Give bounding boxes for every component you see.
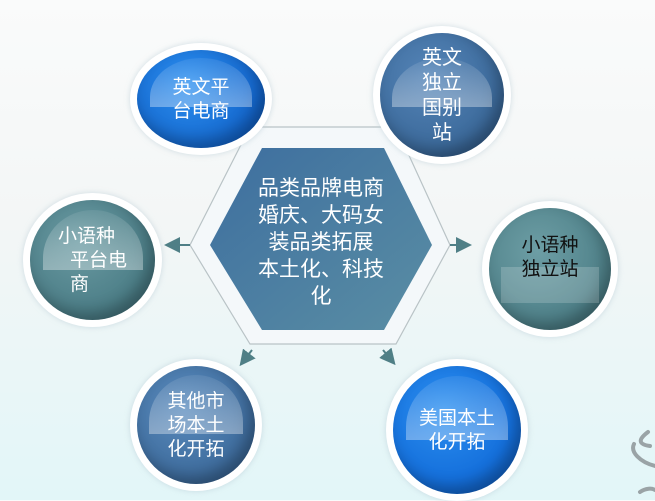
node-minor-language-platform-ecommerce: 小语种 平台电 商: [23, 193, 162, 327]
node-disc: [489, 208, 611, 330]
decorative-swirl: [631, 430, 655, 494]
node-label-line: 化开拓: [428, 431, 486, 453]
arrow-bottom-right: [379, 347, 396, 366]
node-label-line: 独立站: [521, 257, 579, 280]
node-label: 英文 独立 国别 站: [380, 45, 504, 145]
node-label-line: 小语种: [521, 233, 579, 256]
node-label: 小语种 平台电 商: [30, 224, 155, 296]
center-line-2: 婚庆、大码女: [258, 203, 384, 227]
node-label: 美国本土 化开拓: [393, 406, 521, 454]
center-line-5: 化: [310, 284, 332, 308]
node-label-line: 其他市: [167, 390, 225, 412]
node-other-markets-localization: 其他市 场本土 化开拓: [130, 359, 262, 491]
center-hexagon: [210, 148, 432, 330]
center-hexagon-text: 品类品牌电商 婚庆、大码女 装品类拓展 本土化、科技 化: [238, 175, 404, 310]
node-english-platform-ecommerce: 英文平 台电商: [130, 43, 272, 155]
node-label-line: 台电商: [172, 100, 230, 122]
center-line-1: 品类品牌电商: [258, 176, 384, 200]
node-label-line: 美国本土: [418, 407, 495, 429]
arrow-bottom-left: [239, 348, 256, 367]
node-disc: [393, 366, 521, 494]
node-label-line: 场本土: [167, 414, 225, 436]
node-label-line: 英文: [422, 45, 462, 69]
node-english-independent-country-site: 英文 独立 国别 站: [373, 26, 511, 164]
node-label-line: 平台电: [70, 249, 128, 271]
node-label-line: 站: [432, 120, 452, 144]
node-label-line: 独立: [422, 70, 462, 94]
center-line-3: 装品类拓展: [268, 230, 374, 254]
node-minor-language-independent-site: 小语种 独立站: [482, 201, 618, 337]
center-hexagon-frame: [189, 126, 451, 345]
node-disc: [30, 200, 155, 320]
node-disc: [137, 50, 265, 148]
node-us-localization: 美国本土 化开拓: [386, 359, 528, 501]
center-line-4: 本土化、科技: [258, 257, 384, 281]
node-label-line: 化开拓: [167, 438, 225, 460]
node-disc: [380, 33, 504, 157]
node-label-line: 国别: [422, 95, 462, 119]
node-label-line: 英文平: [172, 76, 230, 98]
node-disc: [137, 366, 255, 484]
node-label: 英文平 台电商: [137, 75, 265, 123]
node-gloss: [501, 266, 599, 304]
node-label: 小语种 独立站: [489, 233, 611, 281]
node-label: 其他市 场本土 化开拓: [137, 389, 255, 461]
node-label-line: 小语种: [58, 225, 116, 247]
node-label-line: 商: [70, 273, 90, 295]
